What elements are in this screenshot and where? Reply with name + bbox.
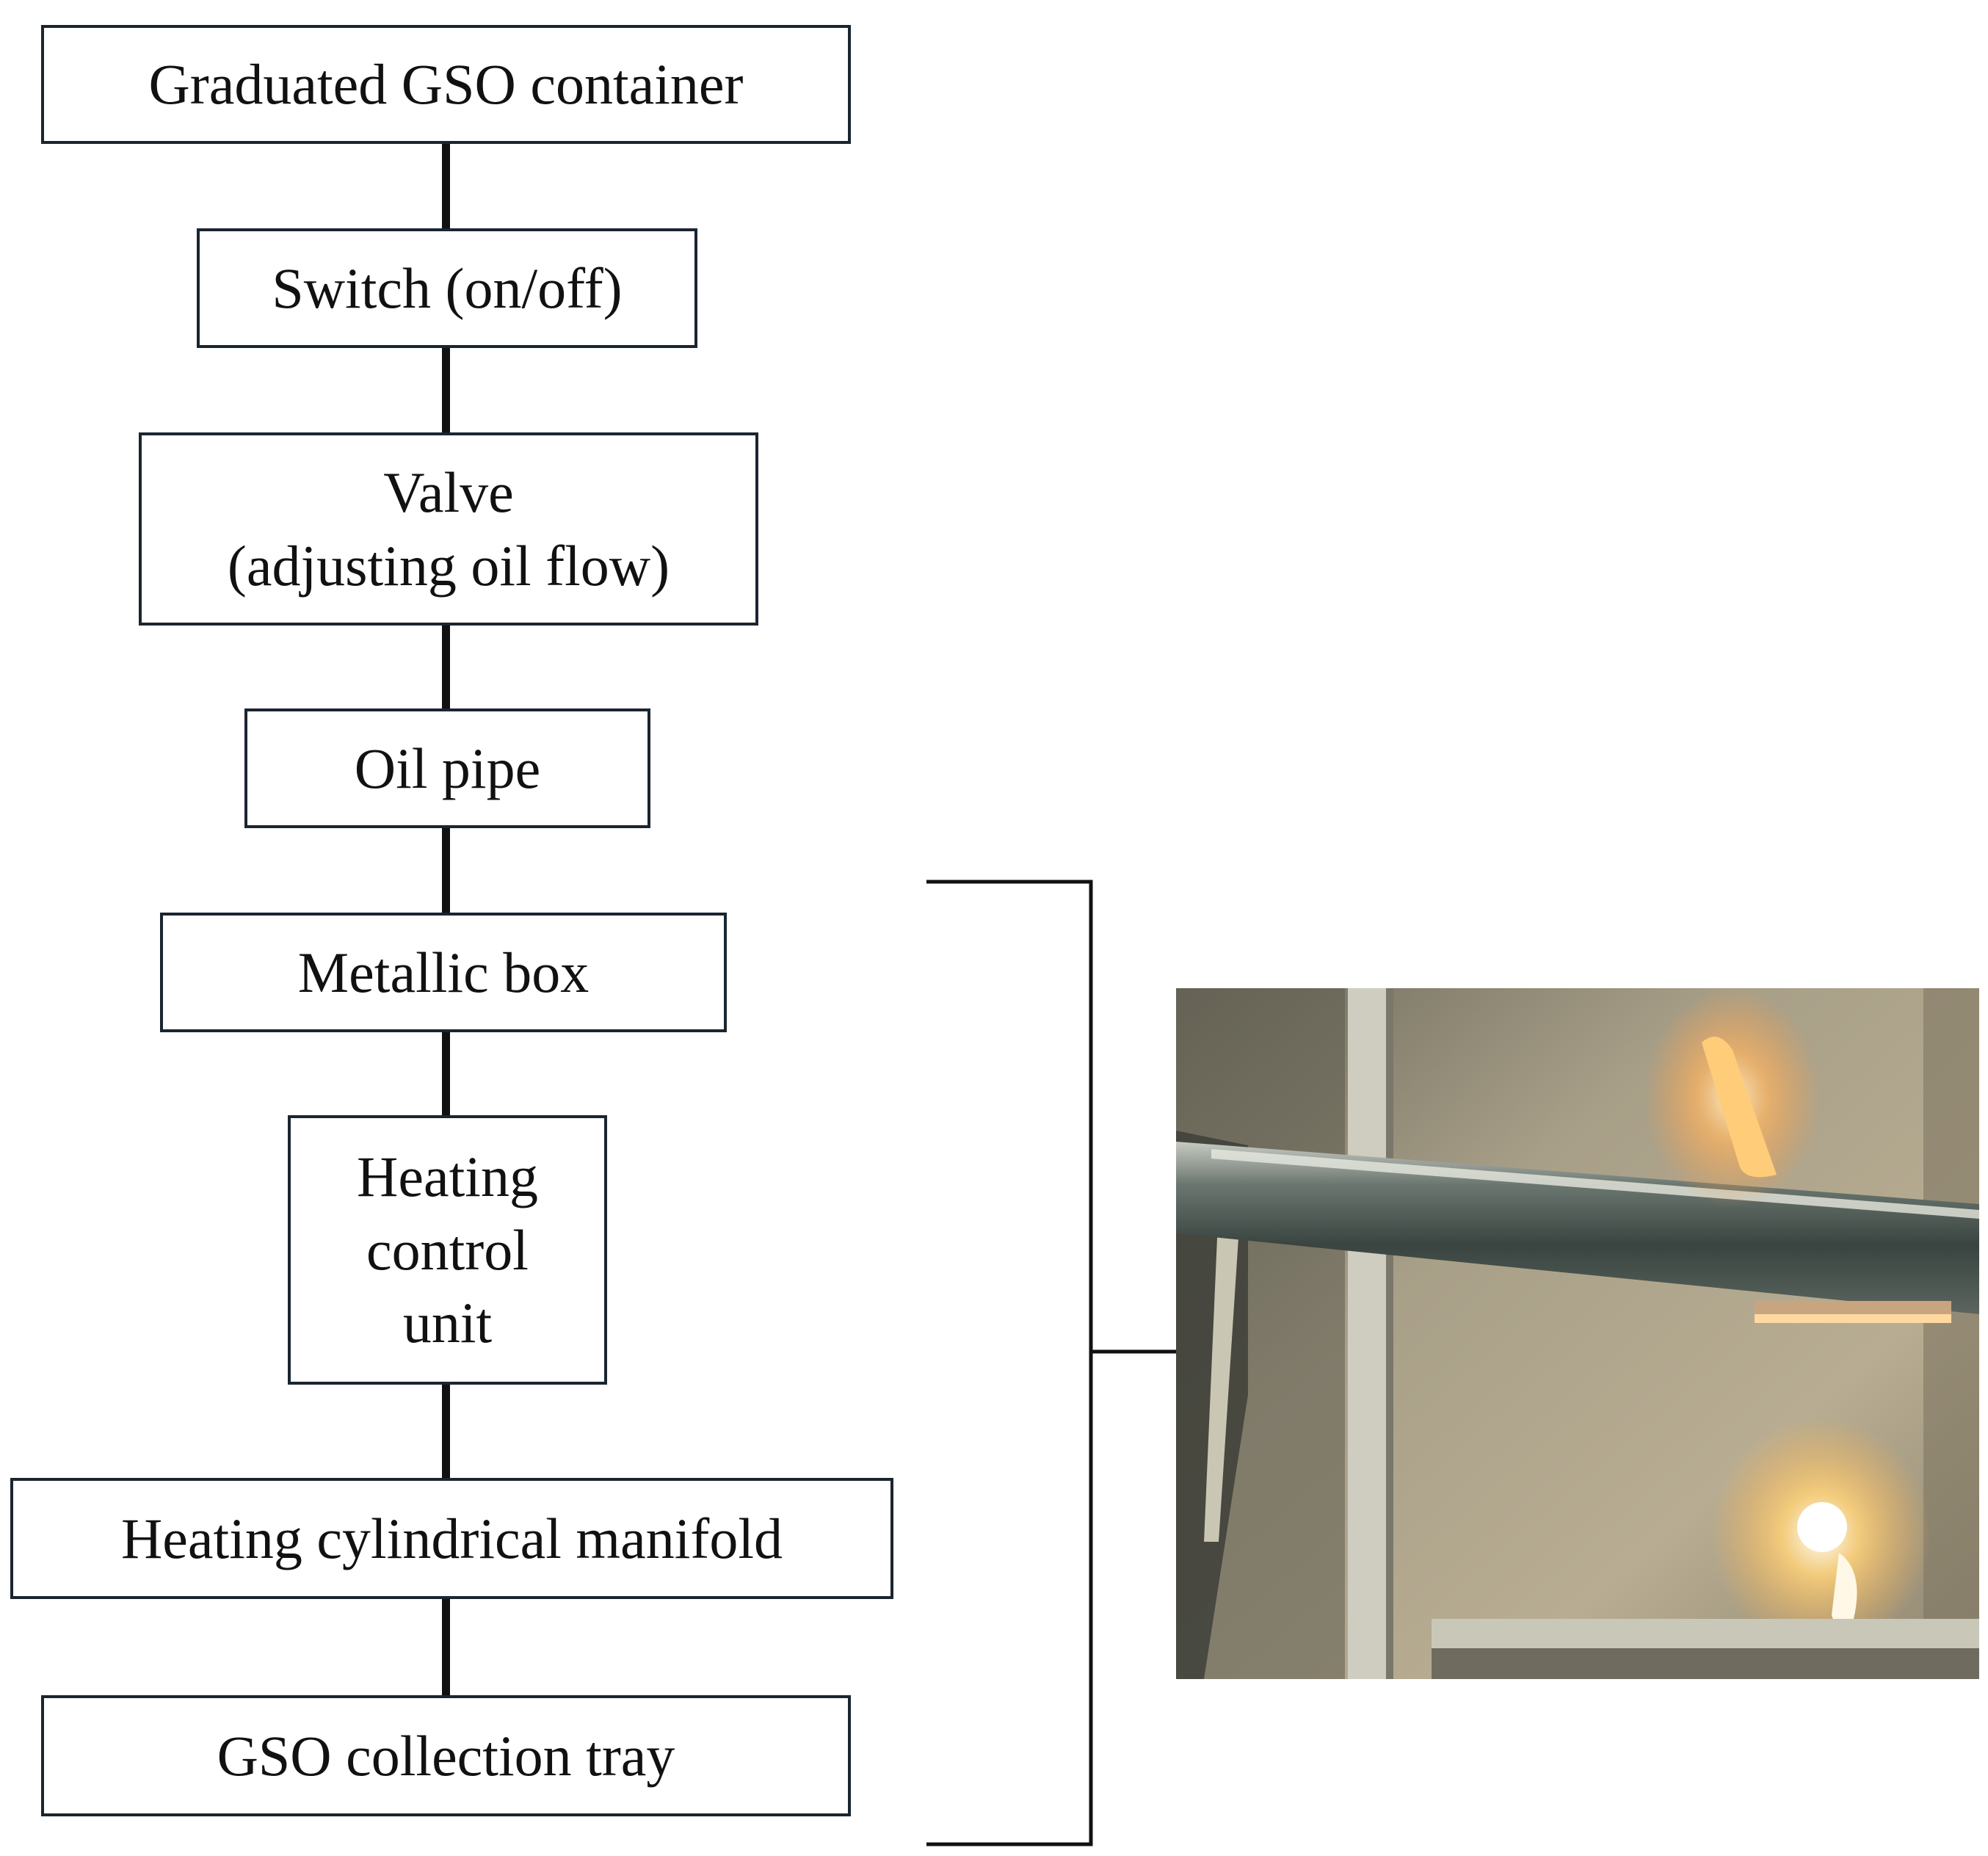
manifold-pipe	[1176, 1142, 1979, 1314]
valve-box: Valve (adjusting oil flow)	[139, 432, 758, 626]
step-label: Valve (adjusting oil flow)	[227, 460, 670, 598]
collection-tray	[1432, 1619, 1979, 1651]
oil-pipe-box: Oil pipe	[244, 708, 650, 828]
connector-line	[442, 142, 450, 229]
step-label: Oil pipe	[354, 736, 541, 800]
step-label: Heating control unit	[357, 1144, 538, 1355]
gso-collection-tray-box: GSO collection tray	[41, 1695, 851, 1816]
switch-box: Switch (on/off)	[197, 228, 697, 348]
step-label: Heating cylindrical manifold	[120, 1506, 783, 1570]
connector-line	[442, 624, 450, 711]
graduated-gso-container-box: Graduated GSO container	[41, 25, 851, 144]
metallic-box-box: Metallic box	[160, 913, 727, 1032]
connector-line	[442, 1031, 450, 1117]
connector-line	[442, 827, 450, 913]
connector-line	[442, 347, 450, 433]
step-label: Metallic box	[297, 940, 589, 1004]
heating-cylindrical-manifold-box: Heating cylindrical manifold	[10, 1478, 893, 1599]
step-label: Graduated GSO container	[148, 52, 744, 117]
step-label: GSO collection tray	[217, 1723, 675, 1788]
connector-line	[442, 1598, 450, 1697]
heating-control-unit-box: Heating control unit	[288, 1115, 607, 1385]
connector-line	[442, 1383, 450, 1480]
step-label: Switch (on/off)	[272, 255, 623, 320]
